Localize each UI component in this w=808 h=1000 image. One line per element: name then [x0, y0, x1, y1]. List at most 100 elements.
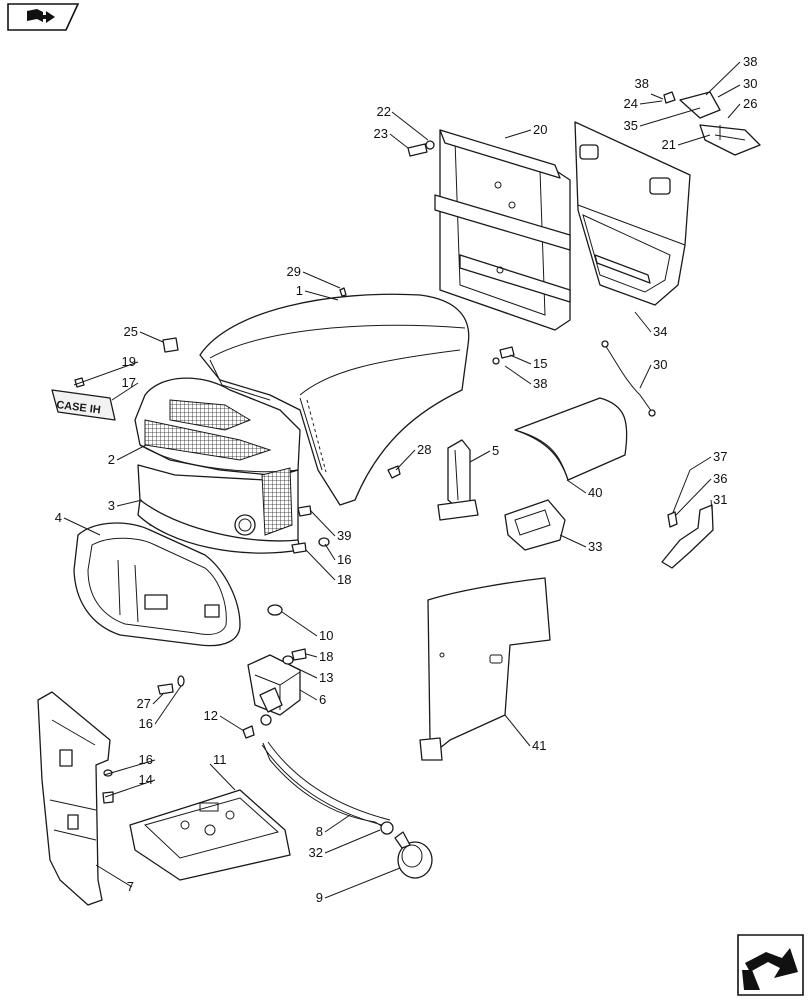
callout-13[interactable]: 13: [319, 670, 333, 685]
upright-bracket: [437, 439, 479, 521]
callout-1[interactable]: 1: [296, 283, 303, 298]
next-arrow-icon: [742, 948, 798, 990]
leader-line: [289, 664, 318, 679]
leader-line: [152, 693, 164, 705]
callout-9[interactable]: 9: [316, 890, 323, 905]
leader-line: [302, 271, 341, 289]
callout-10[interactable]: 10: [319, 628, 333, 643]
leader-line: [504, 365, 532, 385]
leader-line: [689, 456, 712, 471]
leader-line: [559, 534, 587, 548]
callout-27[interactable]: 27: [137, 696, 151, 711]
leader-line: [727, 103, 741, 119]
callout-30[interactable]: 30: [743, 76, 757, 91]
callout-17[interactable]: 17: [122, 375, 136, 390]
callout-16[interactable]: 16: [139, 752, 153, 767]
leader-line: [324, 814, 351, 833]
leader-line: [219, 715, 245, 732]
case-ih-emblem: CASE IH: [51, 377, 116, 421]
callout-7[interactable]: 7: [127, 879, 134, 894]
leader-line: [324, 829, 381, 854]
callout-35[interactable]: 35: [624, 118, 638, 133]
callout-25[interactable]: 25: [124, 324, 138, 339]
leader-line: [139, 331, 164, 343]
leader-line: [469, 450, 491, 463]
leader-line: [509, 354, 532, 365]
callout-2[interactable]: 2: [108, 452, 115, 467]
callout-8[interactable]: 8: [316, 824, 323, 839]
callout-14[interactable]: 14: [139, 772, 153, 787]
callout-33[interactable]: 33: [588, 539, 602, 554]
door-hinge: [679, 91, 761, 156]
door-cable: [601, 340, 656, 417]
leader-line: [299, 689, 318, 701]
callout-29[interactable]: 29: [287, 264, 301, 279]
callout-19[interactable]: 19: [122, 354, 136, 369]
release-rod: [261, 741, 394, 835]
leader-line: [566, 479, 587, 494]
callout-16[interactable]: 16: [337, 552, 351, 567]
callout-38[interactable]: 38: [743, 54, 757, 69]
leader-line: [639, 107, 701, 127]
callout-28[interactable]: 28: [417, 442, 431, 457]
leader-line: [73, 361, 139, 386]
callout-34[interactable]: 34: [653, 324, 667, 339]
callout-6[interactable]: 6: [319, 692, 326, 707]
leader-line: [309, 509, 336, 537]
top-cover: [514, 397, 628, 481]
callout-38[interactable]: 38: [533, 376, 547, 391]
callout-labels: 38 30 38 24 26 35 21 22 20 23 29 1 34 25…: [55, 54, 758, 905]
callout-20[interactable]: 20: [533, 122, 547, 137]
leader-line: [650, 93, 664, 100]
callout-4[interactable]: 4: [55, 510, 62, 525]
leader-line: [324, 867, 401, 899]
callout-18[interactable]: 18: [319, 649, 333, 664]
callout-26[interactable]: 26: [743, 96, 757, 111]
upper-front-panel: [134, 377, 301, 476]
callout-23[interactable]: 23: [374, 126, 388, 141]
leader-line: [103, 759, 156, 776]
callout-11[interactable]: 11: [213, 752, 227, 767]
callout-15[interactable]: 15: [533, 356, 547, 371]
leader-line: [304, 290, 339, 301]
callout-36[interactable]: 36: [713, 471, 727, 486]
lower-front-panel: [137, 464, 301, 554]
support-block: [504, 499, 566, 551]
side-shield: [419, 577, 551, 761]
side-door-panel: [574, 121, 691, 306]
callout-24[interactable]: 24: [624, 96, 638, 111]
callout-32[interactable]: 32: [309, 845, 323, 860]
leader-line: [504, 714, 531, 747]
hood: [199, 293, 470, 506]
leader-line: [677, 134, 711, 146]
leader-line: [104, 779, 156, 798]
leader-line: [111, 382, 139, 401]
callout-37[interactable]: 37: [713, 449, 727, 464]
callout-30[interactable]: 30: [653, 357, 667, 372]
callout-41[interactable]: 41: [532, 738, 546, 753]
callout-18[interactable]: 18: [337, 572, 351, 587]
callout-3[interactable]: 3: [108, 498, 115, 513]
callout-5[interactable]: 5: [492, 443, 499, 458]
callout-31[interactable]: 31: [713, 492, 727, 507]
side-bracket: [37, 691, 111, 906]
callout-16[interactable]: 16: [139, 716, 153, 731]
leader-line: [95, 864, 133, 888]
leader-line: [710, 499, 713, 511]
callout-12[interactable]: 12: [204, 708, 218, 723]
leader-line: [154, 685, 182, 725]
next-page-button[interactable]: [737, 934, 804, 996]
callout-38[interactable]: 38: [635, 76, 649, 91]
release-knob: [394, 831, 433, 879]
leader-line: [324, 543, 336, 561]
callout-22[interactable]: 22: [377, 104, 391, 119]
leader-line: [305, 549, 336, 581]
callout-40[interactable]: 40: [588, 485, 602, 500]
callout-39[interactable]: 39: [337, 528, 351, 543]
mounting-frame: [434, 129, 571, 331]
leader-line: [281, 611, 318, 637]
callout-21[interactable]: 21: [662, 137, 676, 152]
front-bumper-frame: [73, 522, 241, 647]
leader-lines: [63, 61, 741, 899]
back-to-index-button[interactable]: [7, 3, 80, 31]
